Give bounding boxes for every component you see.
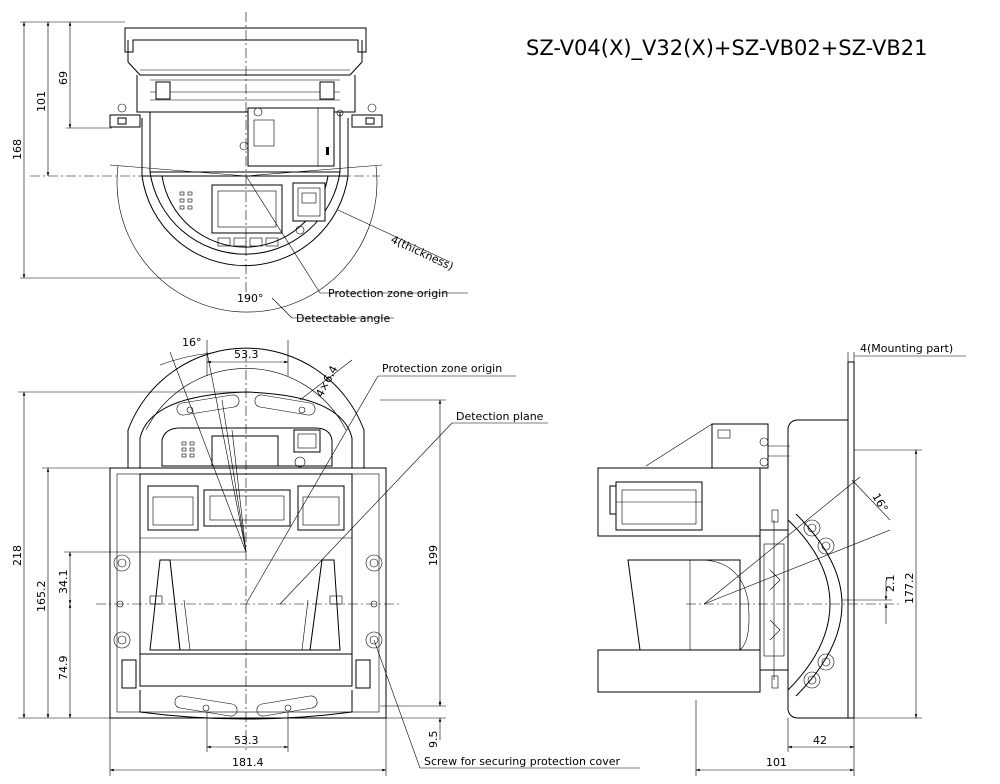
dim-218: 218 [11, 545, 24, 566]
label-screw-securing-cover: Screw for securing protection cover [424, 755, 620, 768]
label-protection-zone-origin-top: Protection zone origin [328, 287, 448, 300]
dim-2-1: 2.1 [884, 575, 897, 593]
top-cover [109, 27, 383, 128]
top-mounting-slots [176, 394, 316, 416]
label-mounting-part: 4(Mounting part) [860, 342, 953, 355]
dim-101-top: 101 [35, 91, 48, 112]
dim-165-2: 165.2 [35, 581, 48, 613]
dim-168: 168 [11, 139, 24, 160]
front-screws [113, 554, 383, 649]
dim-101-side: 101 [766, 756, 787, 769]
dim-16deg-side: 16° [869, 491, 890, 514]
indicator-leds [179, 191, 193, 210]
dim-177-2: 177.2 [903, 573, 916, 605]
label-protection-zone-origin-front: Protection zone origin [382, 362, 502, 375]
label-detection-plane: Detection plane [456, 410, 544, 423]
dim-34-1: 34.1 [57, 570, 70, 595]
angle-190: 190° [237, 292, 264, 305]
drawing-title: SZ-V04(X)_V32(X)+SZ-VB02+SZ-VB21 [526, 36, 927, 61]
dim-53-3-top: 53.3 [234, 348, 259, 361]
dim-199: 199 [427, 545, 440, 566]
dim-181-4: 181.4 [232, 756, 264, 769]
dim-4x6-4: 4×6.4 [313, 364, 340, 400]
side-view: 16° 2.1 177.2 4(Mounting part) 42 101 [597, 342, 966, 776]
dim-69: 69 [57, 71, 70, 85]
thickness-label: 4(thickness) [389, 233, 456, 273]
top-body [141, 107, 349, 267]
dim-53-3-bottom: 53.3 [234, 734, 259, 747]
dim-42: 42 [813, 734, 827, 747]
front-view: 16° 53.3 4×6.4 Protection zone origin De… [11, 336, 640, 776]
dim-9-5: 9.5 [427, 731, 440, 749]
label-detectable-angle: Detectable angle [296, 312, 390, 325]
dim-74-9: 74.9 [57, 656, 70, 681]
front-leds [181, 441, 195, 458]
top-view: 168 101 69 190° 4(thickness) Protection … [11, 12, 468, 325]
dim-16deg-front: 16° [182, 336, 202, 349]
